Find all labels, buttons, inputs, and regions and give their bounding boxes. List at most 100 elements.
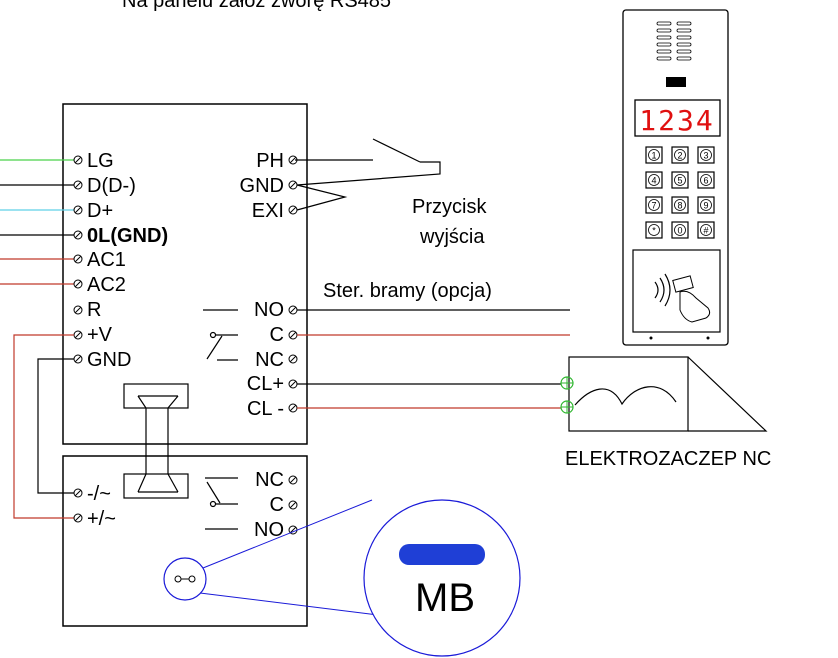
terminal-label-cl-plus: CL+: [247, 373, 284, 395]
keypad-key: 2: [671, 146, 689, 164]
lower-relay-contact: [205, 477, 238, 530]
terminal-left-5: [73, 279, 83, 289]
keypad-key: 8: [671, 196, 689, 214]
right-terminal-circles: [288, 155, 298, 413]
keypad-key-label: 3: [703, 151, 708, 161]
terminal-left-3: [73, 230, 83, 240]
keypad-key-label: 8: [677, 201, 682, 211]
panel-display-digits: 1234: [639, 104, 714, 137]
controller-box: [62, 103, 308, 445]
grille-slot: [676, 42, 692, 47]
right-terminal-labels: PH GND EXI NO C NC CL+ CL -: [240, 150, 284, 420]
keypad-key-label: 9: [703, 201, 708, 211]
jumper-socket: [163, 557, 207, 601]
terminal-left-8: [73, 354, 83, 364]
speaker-grille: [656, 21, 692, 61]
keypad-key: #: [697, 221, 715, 239]
power-loop-wires: [13, 334, 74, 519]
left-terminal-circles: [73, 155, 83, 364]
terminal-right-3: [288, 305, 298, 315]
lower-module-labels: -/~ +/~ NC C NO: [87, 469, 284, 541]
terminal-label-no: NO: [254, 299, 284, 321]
terminal-label-0l: 0L(GND): [87, 225, 168, 247]
lower-module-box: [62, 455, 308, 627]
jumper-bar: [399, 544, 485, 565]
grille-slot: [676, 35, 692, 40]
exit-button-label-line1: Przycisk: [412, 196, 487, 218]
magnify-line-bottom: [199, 592, 379, 616]
terminal-right-2: [288, 205, 298, 215]
hand-icon: [679, 290, 711, 323]
terminal-right-1: [288, 180, 298, 190]
keypad-key: 4: [645, 171, 663, 189]
terminal-label-lower-c: C: [270, 494, 284, 516]
terminal-label-exi: EXI: [252, 200, 284, 222]
terminal-label-minus-ac: -/~: [87, 483, 111, 505]
exit-button-wiring: [295, 138, 441, 211]
card-icon: [672, 275, 694, 293]
terminal-left-6: [73, 305, 83, 315]
terminal-lower-right-0: [288, 475, 298, 485]
keypad-key-label: 0: [677, 226, 682, 236]
terminal-right-6: [288, 379, 298, 389]
terminal-label-nc: NC: [255, 349, 284, 371]
keypad-key: 0: [671, 221, 689, 239]
terminal-right-5: [288, 354, 298, 364]
grille-slot: [676, 21, 692, 26]
exit-button-label-line2: wyjścia: [419, 226, 485, 248]
keypad-key: 7: [645, 196, 663, 214]
keypad-key: 3: [697, 146, 715, 164]
grille-slot: [656, 21, 672, 26]
terminal-label-lg: LG: [87, 150, 114, 172]
terminal-left-2: [73, 205, 83, 215]
keypad-key-label: 1: [651, 151, 656, 161]
panel-logo: [666, 77, 686, 87]
terminal-right-7: [288, 403, 298, 413]
keypad-key-label: 5: [677, 176, 682, 186]
module-connector: [123, 383, 189, 499]
jumper-magnified: MB: [363, 499, 521, 657]
gate-control-label: Ster. bramy (opcja): [323, 280, 492, 302]
terminal-label-ac2: AC2: [87, 274, 126, 296]
terminal-left-4: [73, 254, 83, 264]
keypad-key-label: 4: [651, 176, 656, 186]
terminal-label-d-minus: D(D-): [87, 175, 136, 197]
electric-strike: [560, 356, 768, 432]
terminal-left-0: [73, 155, 83, 165]
keypad-key-label: 2: [677, 151, 682, 161]
keypad-key: 9: [697, 196, 715, 214]
grille-slot: [676, 56, 692, 61]
keypad-key: 5: [671, 171, 689, 189]
terminal-label-gnd-right: GND: [240, 175, 284, 197]
panel-display: [634, 99, 721, 137]
terminal-label-cl-minus: CL -: [247, 398, 284, 420]
terminal-lower-left-1: [73, 513, 83, 523]
keypad: 1 2 3 4 5 6 7 8 9 * 0 #: [645, 146, 715, 239]
keypad-key: *: [645, 221, 663, 239]
terminal-label-lower-no: NO: [254, 519, 284, 541]
grille-slot: [676, 49, 692, 54]
keypad-key-label: #: [703, 226, 708, 236]
header-text: Na panelu załóż zworę RS485: [122, 0, 391, 12]
terminal-label-gnd: GND: [87, 349, 131, 371]
grille-slot: [656, 56, 672, 61]
terminal-label-ph: PH: [256, 150, 284, 172]
terminal-label-r: R: [87, 299, 101, 321]
keypad-key: 1: [645, 146, 663, 164]
terminal-lower-left-0: [73, 488, 83, 498]
terminal-label-lower-nc: NC: [255, 469, 284, 491]
terminal-label-plus-ac: +/~: [87, 508, 116, 530]
rfid-waves-icon: [654, 273, 671, 307]
keypad-key: 6: [697, 171, 715, 189]
grille-slot: [656, 49, 672, 54]
grille-slot: [656, 28, 672, 33]
terminal-left-1: [73, 180, 83, 190]
left-wires: [0, 159, 74, 285]
terminal-label-plus-v: +V: [87, 324, 113, 346]
keypad-key-label: 6: [703, 176, 708, 186]
terminal-right-4: [288, 330, 298, 340]
terminal-lower-right-1: [288, 500, 298, 510]
terminal-label-c: C: [270, 324, 284, 346]
